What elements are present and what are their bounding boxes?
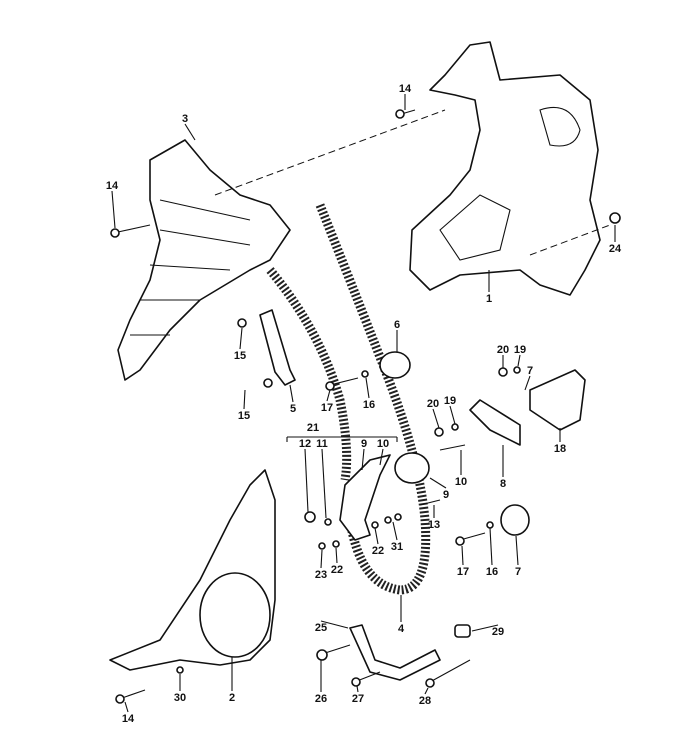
idler-pulley-6 [379, 351, 411, 379]
callout-label-24: 24 [609, 243, 622, 255]
idler-pulley-7 [500, 504, 530, 536]
leader-line [289, 384, 294, 403]
leader-line [304, 448, 309, 513]
callout-label-15: 15 [238, 410, 250, 422]
leader-line [515, 535, 519, 566]
callout-label-19: 19 [514, 344, 526, 356]
rear-cover-rib [439, 106, 581, 261]
callout-label-13: 13 [428, 519, 440, 531]
guide-rail-5 [259, 309, 296, 386]
callout-label-27: 27 [352, 693, 364, 705]
callout-label-7: 7 [515, 566, 521, 578]
callout-label-5: 5 [290, 403, 296, 415]
leader-line [365, 377, 370, 399]
callout-label-23: 23 [315, 569, 327, 581]
callout-label-10: 10 [455, 476, 467, 488]
lower-cover-opening [199, 572, 271, 658]
callout-label-9: 9 [443, 489, 449, 501]
callout-label-12: 12 [299, 438, 311, 450]
leader-line [321, 448, 327, 519]
leader-line [489, 527, 493, 566]
leader-line [429, 477, 447, 489]
callout-label-2: 2 [229, 692, 235, 704]
callout-label-22: 22 [331, 564, 343, 576]
callout-label-22: 22 [372, 545, 384, 557]
group-bracket-21 [286, 436, 398, 442]
leader-line [326, 389, 331, 402]
callout-label-17: 17 [321, 402, 333, 414]
callout-label-21: 21 [307, 422, 319, 434]
alignment-line [214, 109, 446, 196]
callout-label-3: 3 [182, 113, 188, 125]
callout-label-14: 14 [399, 83, 412, 95]
leader-line [361, 448, 365, 471]
leader-line [356, 685, 359, 693]
leader-line [184, 123, 196, 141]
leader-line [461, 545, 464, 566]
callout-label-25: 25 [315, 622, 327, 634]
leader-line [335, 547, 338, 564]
callout-label-19: 19 [444, 395, 456, 407]
callout-label-16: 16 [363, 399, 375, 411]
bracket-18 [529, 369, 586, 431]
leader-line [379, 448, 384, 466]
callout-label-31: 31 [391, 541, 403, 553]
callout-label-20: 20 [427, 398, 439, 410]
sleeve-29 [454, 624, 471, 638]
bolts [110, 109, 621, 704]
callout-label-18: 18 [554, 443, 566, 455]
callout-label-7: 7 [527, 365, 533, 377]
callout-label-28: 28 [419, 695, 431, 707]
tensioner-lever [339, 454, 391, 541]
callout-label-10: 10 [377, 438, 389, 450]
leader-line [243, 389, 246, 410]
alignment-line [529, 224, 611, 256]
bracket-25 [349, 624, 441, 681]
callout-label-4: 4 [398, 623, 405, 635]
callout-label-17: 17 [457, 566, 469, 578]
callout-label-14: 14 [106, 180, 119, 192]
callout-label-20: 20 [497, 344, 509, 356]
leader-line [517, 354, 521, 367]
leader-line [239, 327, 243, 350]
tensioner-arm [469, 399, 521, 446]
callout-label-15: 15 [234, 350, 246, 362]
rear-timing-cover [409, 41, 601, 296]
leader-line [392, 521, 398, 541]
timing-belt [315, 203, 431, 595]
leader-line [124, 701, 129, 713]
callout-label-9: 9 [361, 438, 367, 450]
leader-line [524, 375, 531, 391]
leader-line [471, 624, 499, 632]
callout-label-1: 1 [486, 293, 492, 305]
callout-label-30: 30 [174, 692, 186, 704]
callout-label-6: 6 [394, 319, 400, 331]
callout-label-8: 8 [500, 478, 506, 490]
leader-line [449, 405, 456, 425]
timing-belt [266, 267, 352, 481]
leader-line [374, 527, 379, 545]
crank-sprocket [394, 452, 430, 484]
leader-line [432, 408, 440, 429]
leader-line [424, 687, 429, 695]
leader-line [111, 190, 116, 229]
callout-label-14: 14 [122, 713, 135, 725]
callout-label-11: 11 [316, 438, 328, 450]
leader-line [320, 549, 323, 569]
callout-label-26: 26 [315, 693, 327, 705]
leader-line [320, 620, 349, 629]
upper-cover-ribs [130, 199, 251, 336]
callout-label-29: 29 [492, 626, 504, 638]
callout-label-16: 16 [486, 566, 498, 578]
upper-front-cover [117, 139, 291, 381]
